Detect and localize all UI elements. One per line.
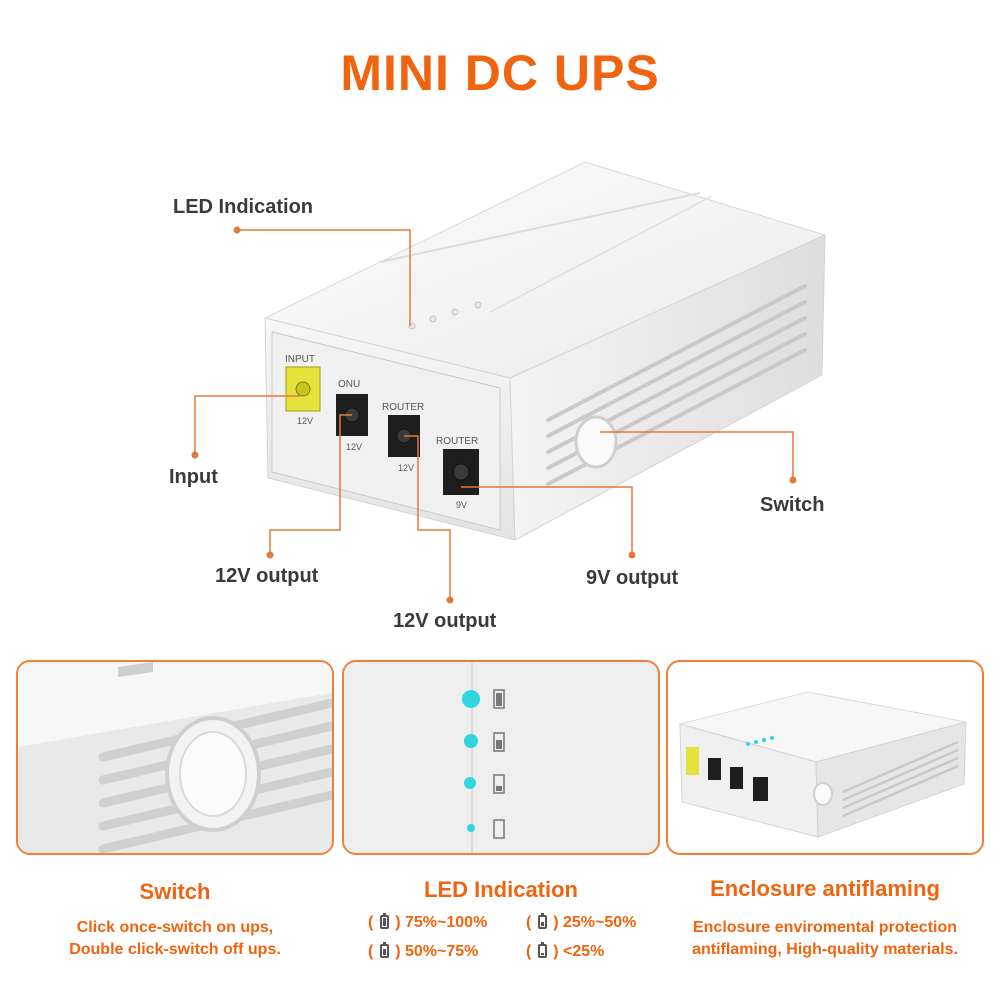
battery-low-icon xyxy=(537,942,547,958)
switch-desc-line-2: Double click-switch off ups. xyxy=(69,941,281,958)
ups-switch-button xyxy=(574,415,618,469)
callout-led-indication: LED Indication xyxy=(173,196,313,218)
leader-switch xyxy=(600,431,794,480)
switch-panel-desc: Click once-switch on ups, Double click-s… xyxy=(16,917,334,961)
port-voltage-onu: 12V xyxy=(346,442,362,452)
callout-12v-output-a: 12V output xyxy=(215,565,319,587)
battery-three-quarter-icon xyxy=(379,942,389,958)
port-voltage-router2: 9V xyxy=(456,500,467,510)
led-legend-text: <25% xyxy=(563,943,605,960)
enclosure-desc-line-1: Enclosure enviromental protection xyxy=(692,919,958,936)
enclosure-product-panel xyxy=(666,660,984,855)
leader-9v xyxy=(461,486,633,555)
led-legend-item: ( ) 50%~75% xyxy=(368,942,479,960)
enclosure-desc-line-2: antiflaming, High-quality materials. xyxy=(692,941,958,958)
leader-12v-b xyxy=(404,435,451,600)
led-legend-text: 50%~75% xyxy=(405,943,479,960)
led-legend-text: 75%~100% xyxy=(405,914,488,931)
led-legend-item: ( ) 25%~50% xyxy=(526,913,637,931)
port-label-onu: ONU xyxy=(338,379,360,390)
ups-top-seam xyxy=(379,192,701,263)
port-voltage-input: 12V xyxy=(297,416,313,426)
port-label-router1: ROUTER xyxy=(382,402,424,413)
led-legend-item: ( ) 75%~100% xyxy=(368,913,488,931)
battery-full-icon xyxy=(379,913,389,929)
port-label-router2: ROUTER xyxy=(436,436,478,447)
ups-top-seam-2 xyxy=(489,195,713,313)
led-legend-text: 25%~50% xyxy=(563,914,637,931)
battery-half-icon xyxy=(537,913,547,929)
page-title: MINI DC UPS xyxy=(340,45,660,101)
enclosure-panel-title: Enclosure antiflaming xyxy=(710,876,940,901)
callout-12v-output-b: 12V output xyxy=(393,610,497,632)
callout-input: Input xyxy=(169,466,218,488)
led-panel-title: LED Indication xyxy=(424,877,578,902)
led-legend-item: ( ) <25% xyxy=(526,942,605,960)
switch-closeup-image xyxy=(18,662,332,853)
leader-input xyxy=(194,395,300,455)
switch-panel-title: Switch xyxy=(139,879,211,904)
port-label-input: INPUT xyxy=(285,354,315,365)
led-closeup-panel xyxy=(342,660,660,855)
leader-12v-a xyxy=(269,414,352,555)
leader-led xyxy=(237,229,411,326)
switch-desc-line-1: Click once-switch on ups, xyxy=(76,919,274,936)
port-voltage-router1: 12V xyxy=(398,463,414,473)
callout-9v-output: 9V output xyxy=(586,567,679,589)
callout-switch: Switch xyxy=(760,494,825,516)
enclosure-product-image xyxy=(678,691,967,838)
enclosure-panel-desc: Enclosure enviromental protection antifl… xyxy=(666,917,984,961)
switch-closeup-panel xyxy=(16,660,334,855)
led-closeup-image xyxy=(344,662,658,853)
